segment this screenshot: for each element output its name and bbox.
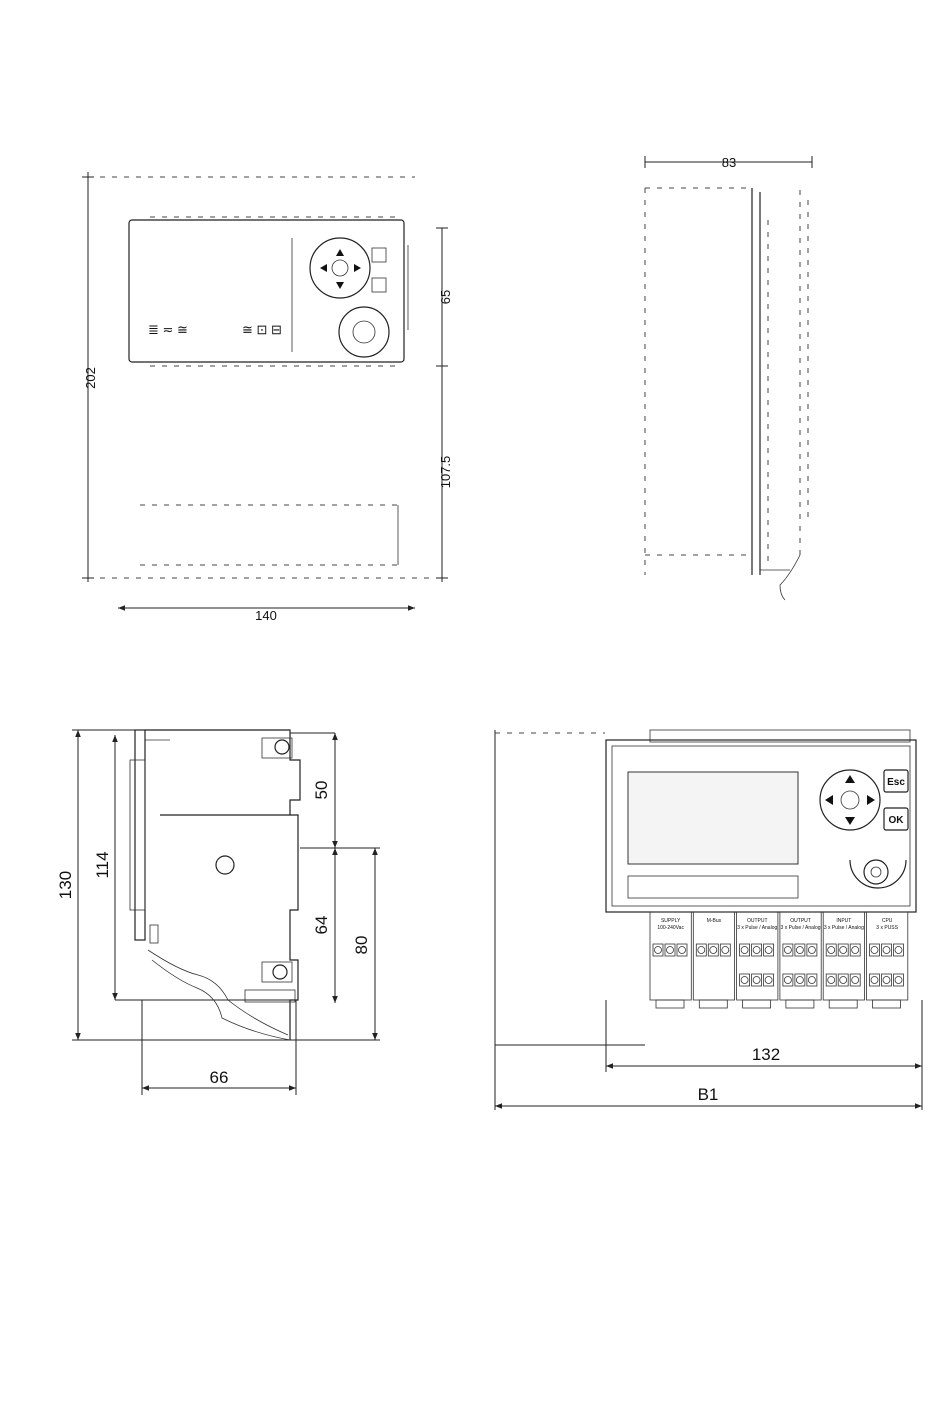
terminal-screw-icon: [784, 947, 791, 954]
io-module-title: SUPPLY: [661, 918, 681, 924]
dim-130: 130: [56, 871, 75, 899]
io-module-title: CPU: [882, 918, 893, 924]
panel-label-left: ≣ ≂ ≅: [148, 322, 188, 337]
panel-label-right: ≅ ⊡ ⊟: [242, 322, 282, 337]
terminal-screw-icon: [808, 977, 815, 984]
terminal-screw-icon: [895, 947, 902, 954]
dim-107-5: 107.5: [438, 456, 453, 489]
din-clip: [829, 1000, 857, 1008]
din-clip: [699, 1000, 727, 1008]
terminal-screw-icon: [840, 977, 847, 984]
io-module-subtitle: 3 x Pulse / Analog: [781, 925, 821, 931]
ok-key-small: [372, 278, 386, 292]
side-body-outline: [145, 730, 300, 1040]
terminal-screw-icon: [828, 947, 835, 954]
mount-screw-bottom-icon: [273, 965, 287, 979]
terminal-screw-icon: [796, 977, 803, 984]
esc-key-small: [372, 248, 386, 262]
io-module-title: OUTPUT: [747, 918, 768, 924]
terminal-screw-icon: [852, 947, 859, 954]
front-panel-outline: [129, 220, 404, 362]
io-module-title: OUTPUT: [790, 918, 811, 924]
io-module-title: INPUT: [836, 918, 851, 924]
ok-button-label: OK: [889, 815, 905, 826]
terminal-screw-icon: [722, 947, 729, 954]
terminal-screw-icon: [828, 977, 835, 984]
terminal-screw-icon: [852, 977, 859, 984]
dim-132: 132: [752, 1045, 780, 1064]
terminal-screw-icon: [808, 947, 815, 954]
terminal-screw-icon: [667, 947, 674, 954]
arrow-down-icon: [845, 817, 855, 825]
arrow-up-icon: [845, 775, 855, 783]
nav-right-icon: [354, 264, 361, 272]
dim-b1: B1: [698, 1085, 719, 1104]
center-hole-icon: [216, 856, 234, 874]
terminal-screw-icon: [765, 947, 772, 954]
din-clip: [873, 1000, 901, 1008]
dim-65: 65: [438, 290, 453, 304]
terminal-screw-icon: [741, 947, 748, 954]
terminal-screw-icon: [784, 977, 791, 984]
terminal-screw-icon: [883, 977, 890, 984]
nav-left-icon: [320, 264, 327, 272]
dim-50: 50: [312, 781, 331, 800]
top-side-view: 83: [645, 155, 812, 600]
nav-down-icon: [336, 282, 344, 289]
terminal-screw-icon: [796, 947, 803, 954]
io-module-subtitle: 100-240Vac: [657, 925, 684, 931]
mount-screw-top-icon: [275, 740, 289, 754]
dim-140: 140: [255, 608, 277, 623]
lcd-display: [628, 772, 798, 864]
terminal-screw-icon: [753, 947, 760, 954]
dim-202: 202: [83, 367, 98, 389]
terminal-screw-icon: [871, 977, 878, 984]
terminal-screw-icon: [840, 947, 847, 954]
din-clip: [656, 1000, 684, 1008]
terminal-screw-icon: [765, 977, 772, 984]
din-clip: [786, 1000, 814, 1008]
terminal-screw-icon: [871, 947, 878, 954]
rotary-knob[interactable]: [864, 860, 888, 884]
io-module-title: M-Bus: [707, 918, 722, 924]
bottom-side-view: 130 114 50 64 80 66: [56, 730, 380, 1095]
nav-up-icon: [336, 249, 344, 256]
dim-64: 64: [312, 916, 331, 935]
label-strip: [628, 876, 798, 898]
terminal-screw-icon: [753, 977, 760, 984]
dim-114: 114: [93, 851, 112, 878]
io-module-subtitle: 3 x PUSS: [876, 925, 898, 931]
dim-66: 66: [210, 1068, 229, 1087]
dial-knob: [339, 307, 389, 357]
terminal-screw-icon: [679, 947, 686, 954]
esc-button-label: Esc: [887, 777, 905, 788]
terminal-screw-icon: [883, 947, 890, 954]
din-clip: [743, 1000, 771, 1008]
io-module-subtitle: 3 x Pulse / Analog: [824, 925, 864, 931]
terminal-screw-icon: [655, 947, 662, 954]
terminal-screw-icon: [895, 977, 902, 984]
terminal-screw-icon: [710, 947, 717, 954]
dim-80: 80: [352, 936, 371, 955]
arrow-right-icon: [867, 795, 875, 805]
io-module-subtitle: 3 x Pulse / Analog: [737, 925, 777, 931]
top-front-view: ≣ ≂ ≅ ≅ ⊡ ⊟ 202 65 107.5 140: [82, 172, 453, 623]
terminal-screw-icon: [741, 977, 748, 984]
terminal-screw-icon: [698, 947, 705, 954]
dim-83: 83: [722, 155, 736, 170]
arrow-left-icon: [825, 795, 833, 805]
